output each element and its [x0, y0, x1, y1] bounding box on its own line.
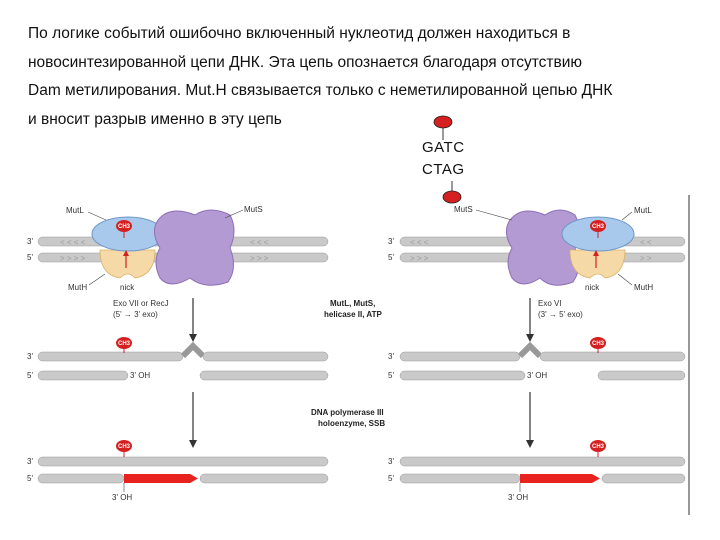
exo-right-label-1: Exo VI: [538, 299, 562, 308]
mutl-label: MutL: [66, 206, 84, 215]
muth-label-right: MutH: [634, 283, 653, 292]
svg-text:CH3: CH3: [118, 341, 131, 347]
svg-text:5': 5': [27, 371, 33, 380]
oh-label-left-r2: 3' OH: [130, 371, 150, 380]
svg-text:3': 3': [388, 457, 394, 466]
svg-text:CH3: CH3: [118, 444, 131, 450]
strand-bottom-r2-b: [200, 371, 328, 380]
svg-text:3' OH: 3' OH: [112, 493, 132, 502]
strand-top-r2-a: [38, 352, 183, 361]
svg-text:5': 5': [27, 474, 33, 483]
exo-right-label-2: (3' → 5' exo): [538, 310, 583, 319]
methyl-marker-top: [434, 116, 452, 128]
svg-text:CH3: CH3: [592, 444, 605, 450]
svg-text:< < < <: < < < <: [60, 238, 86, 247]
nick-label-right: nick: [585, 283, 600, 292]
svg-text:> > > >: > > > >: [60, 254, 86, 263]
svg-text:3': 3': [388, 352, 394, 361]
mutl-label-right: MutL: [634, 206, 652, 215]
nick-label: nick: [120, 283, 135, 292]
center-label-2a: DNA polymerase III: [311, 408, 384, 417]
strand-top-r2-b: [203, 352, 328, 361]
methyl-site-top: GATC: [422, 139, 465, 156]
svg-text:< < <: < < <: [250, 238, 269, 247]
svg-text:> > >: > > >: [250, 254, 269, 263]
center-label-1a: MutL, MutS,: [330, 299, 375, 308]
svg-text:5': 5': [388, 371, 394, 380]
svg-text:3' OH: 3' OH: [508, 493, 528, 502]
strand-bottom-r2-a: [38, 371, 128, 380]
svg-text:CH3: CH3: [118, 224, 131, 230]
methyl-site-bottom: CTAG: [422, 161, 465, 178]
muts-protein: [154, 210, 234, 285]
right-panel: 3' 5' < < < < < > > > > > CH3 MutS MutL …: [388, 205, 685, 502]
svg-text:CH3: CH3: [592, 224, 605, 230]
muth-label: MutH: [68, 283, 87, 292]
svg-text:< <: < <: [640, 238, 652, 247]
svg-text:3': 3': [27, 457, 33, 466]
exo-left-label-1: Exo VII or RecJ: [113, 299, 169, 308]
center-label-2b: holoenzyme, SSB: [318, 419, 385, 428]
oh-label-right-r2: 3' OH: [527, 371, 547, 380]
new-dna-left: [124, 474, 198, 483]
strand-label-top: 3': [27, 237, 33, 246]
muts-label-right: MutS: [454, 205, 473, 214]
muts-protein-right: [506, 210, 579, 285]
svg-text:3': 3': [388, 237, 394, 246]
svg-text:5': 5': [388, 253, 394, 262]
svg-text:< < <: < < <: [410, 238, 429, 247]
svg-text:CH3: CH3: [592, 341, 605, 347]
svg-text:3': 3': [27, 352, 33, 361]
svg-text:> >: > >: [640, 254, 652, 263]
methyl-marker-bottom: [443, 191, 461, 203]
exo-left-label-2: (5' → 3' exo): [113, 310, 158, 319]
new-dna-right: [520, 474, 600, 483]
svg-text:5': 5': [388, 474, 394, 483]
strand-label-bottom: 5': [27, 253, 33, 262]
left-panel: 3' 5' < < < < < < < > > > > > > > CH3 Mu…: [27, 205, 328, 502]
center-label-1b: helicase II, ATP: [324, 310, 382, 319]
svg-text:> > >: > > >: [410, 254, 429, 263]
muts-label: MutS: [244, 205, 263, 214]
